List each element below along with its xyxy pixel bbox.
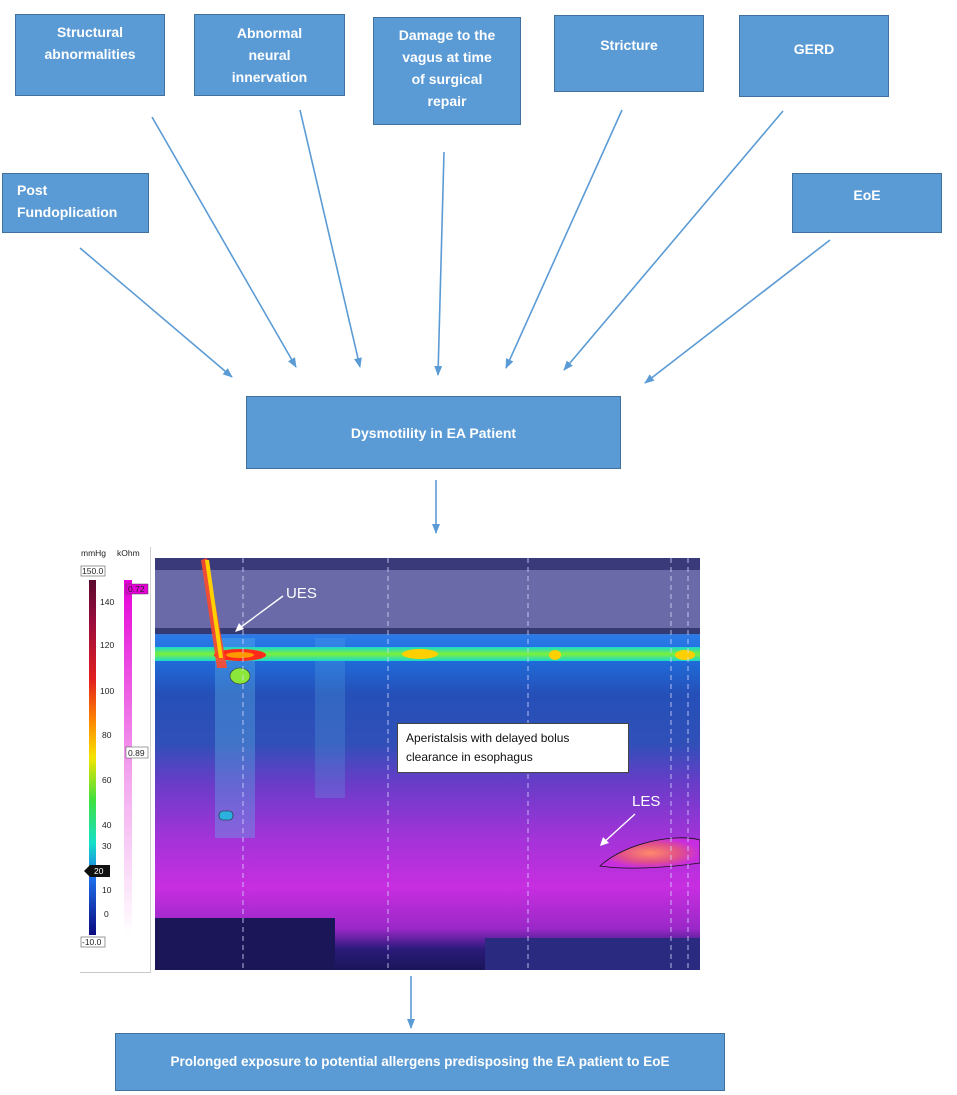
impedance-min-label: 0.89 [128, 748, 145, 758]
outcome-box-prolonged-exposure: Prolonged exposure to potential allergen… [115, 1033, 725, 1091]
arrow-vagus [434, 151, 445, 376]
cause-box-abnormal-neural-innervation: Abnormal neural innervation [194, 14, 345, 96]
cause-label: Structural abnormalities [44, 24, 136, 62]
tick-10: 10 [102, 885, 112, 895]
central-label: Dysmotility in EA Patient [350, 424, 517, 441]
arrow-neural [299, 109, 362, 368]
tick-120: 120 [100, 640, 114, 650]
tick-40: 40 [102, 820, 112, 830]
aperistalsis-note: Aperistalsis with delayed bolus clearanc… [397, 723, 629, 773]
tick-140: 140 [100, 597, 114, 607]
pressure-unit-label: mmHg [81, 548, 106, 558]
cause-label: Abnormal neural innervation [231, 25, 308, 85]
cause-box-vagus-damage: Damage to the vagus at time of surgical … [373, 17, 521, 125]
les-pointer [601, 813, 636, 845]
ues-label: UES [286, 585, 317, 602]
ues-pointer [236, 595, 284, 631]
tick-0: 0 [104, 909, 109, 919]
les-region [599, 837, 700, 869]
tick-20: 20 [94, 866, 104, 876]
cause-label: Damage to the vagus at time of surgical … [398, 27, 496, 109]
arrow-post-fundoplication [79, 247, 233, 378]
cause-box-post-fundoplication: Post Fundoplication [2, 173, 149, 233]
cause-label: Post Fundoplication [17, 182, 118, 220]
cause-label: GERD [793, 41, 835, 57]
manometry-color-scale: mmHg kOhm 150.0 140 120 100 80 60 40 30 … [80, 547, 151, 973]
impedance-unit-label: kOhm [117, 548, 140, 558]
cause-label: Stricture [600, 37, 658, 53]
tick-60: 60 [102, 775, 112, 785]
pressure-ticks: 140 120 100 80 60 40 30 10 0 [100, 597, 114, 919]
impedance-max-label: 0.72 [128, 584, 145, 594]
outcome-label: Prolonged exposure to potential allergen… [170, 1054, 670, 1069]
tick-100: 100 [100, 686, 114, 696]
central-box-dysmotility: Dysmotility in EA Patient [246, 396, 621, 469]
tick-30: 30 [102, 841, 112, 851]
arrow-stricture [505, 109, 623, 369]
pressure-marker [84, 865, 110, 877]
arrow-structural [151, 116, 297, 368]
cause-box-structural-abnormalities: Structural abnormalities [15, 14, 165, 96]
les-label: LES [632, 793, 661, 810]
pressure-max-label: 150.0 [82, 566, 104, 576]
cause-box-eoe: EoE [792, 173, 942, 233]
tick-80: 80 [102, 730, 112, 740]
arrow-gerd [563, 110, 784, 371]
cause-label: EoE [853, 187, 881, 203]
cause-box-gerd: GERD [739, 15, 889, 97]
cause-box-stricture: Stricture [554, 15, 704, 92]
pressure-gradient-bar [89, 580, 96, 935]
arrow-eoe [644, 239, 831, 384]
pressure-min-label: -10.0 [82, 937, 102, 947]
